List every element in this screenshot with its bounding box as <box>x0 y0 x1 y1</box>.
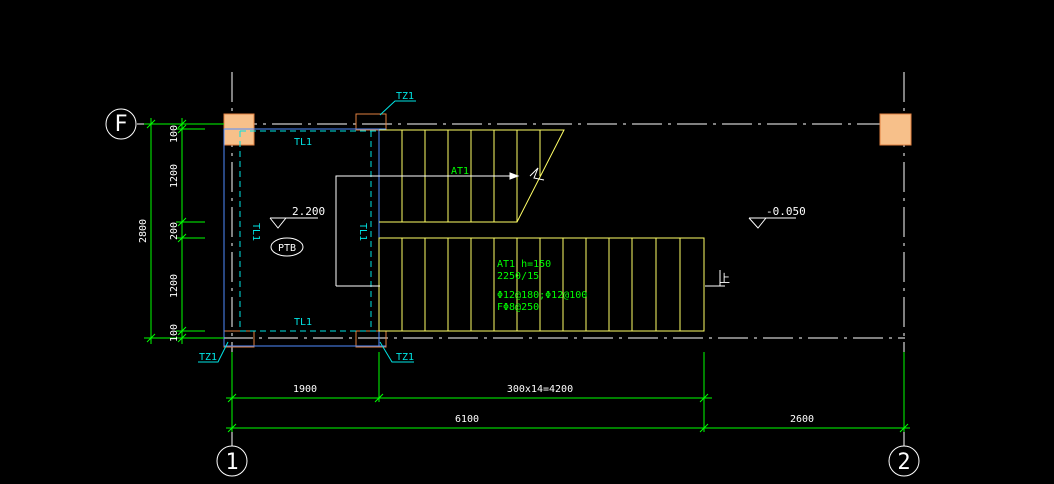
grid-bubble-f <box>105 108 137 140</box>
stair-rebar-line1: Φ12@180;Φ12@100 <box>497 290 587 301</box>
dim-left-part-3: 200 <box>169 222 180 240</box>
tag-tz1-bottom-left: TZ1 <box>199 352 217 363</box>
tag-tz1-top: TZ1 <box>396 91 414 102</box>
stair-rebar-line2: FΦ8@250 <box>497 302 539 313</box>
dim-left-total: 2800 <box>138 219 149 243</box>
columns <box>223 113 912 348</box>
stair-beams <box>239 130 378 332</box>
grid-label-2: 2 <box>897 450 910 475</box>
dim-left-part-4: 1200 <box>169 274 180 298</box>
tag-tl1-mid: TL1 <box>357 223 368 241</box>
flight-label-at1: AT1 <box>451 166 469 177</box>
floor-elevation-value: -0.050 <box>766 205 806 218</box>
dim-bottom-6100: 6100 <box>455 414 479 425</box>
tag-tl1-bottom: TL1 <box>294 317 312 328</box>
column-tag-leaders <box>198 100 416 363</box>
grid-label-1: 1 <box>225 450 238 475</box>
stair-spec-line1: AT1 h=150 <box>497 259 551 270</box>
dim-left-part-1: 100 <box>169 125 180 143</box>
walking-line <box>335 167 725 287</box>
dim-left-part-5: 100 <box>169 324 180 342</box>
grid-bubbles <box>105 108 920 477</box>
dim-bottom-steps: 300x14=4200 <box>507 384 573 395</box>
grid-bubble-1 <box>216 445 248 477</box>
dim-left-part-2: 1200 <box>169 164 180 188</box>
tag-tz1-bottom-right: TZ1 <box>396 352 414 363</box>
floor-elevation-symbol <box>748 217 796 229</box>
ptb-bubble <box>270 237 304 257</box>
stair-spec-line2: 2250/15 <box>497 271 539 282</box>
dim-bottom-2600: 2600 <box>790 414 814 425</box>
dim-bottom-1900: 1900 <box>293 384 317 395</box>
tag-tl1-left: TL1 <box>250 223 261 241</box>
bottom-dimension-lines <box>226 352 910 433</box>
platform-elevation-symbol <box>269 217 318 229</box>
tag-tl1-top: TL1 <box>294 137 312 148</box>
column-tz1-bottom-left <box>223 330 255 348</box>
column-top-right <box>879 113 912 146</box>
ptb-label: PTB <box>278 243 296 254</box>
platform-elevation-value: 2.200 <box>292 205 325 218</box>
column-tz1-top-mid <box>355 113 387 131</box>
stair-lower-flight <box>378 237 705 332</box>
grid-bubble-2 <box>888 445 920 477</box>
up-mark: 上 <box>719 272 730 285</box>
grid-label-f: F <box>114 112 127 137</box>
left-dimension-lines <box>144 118 224 344</box>
